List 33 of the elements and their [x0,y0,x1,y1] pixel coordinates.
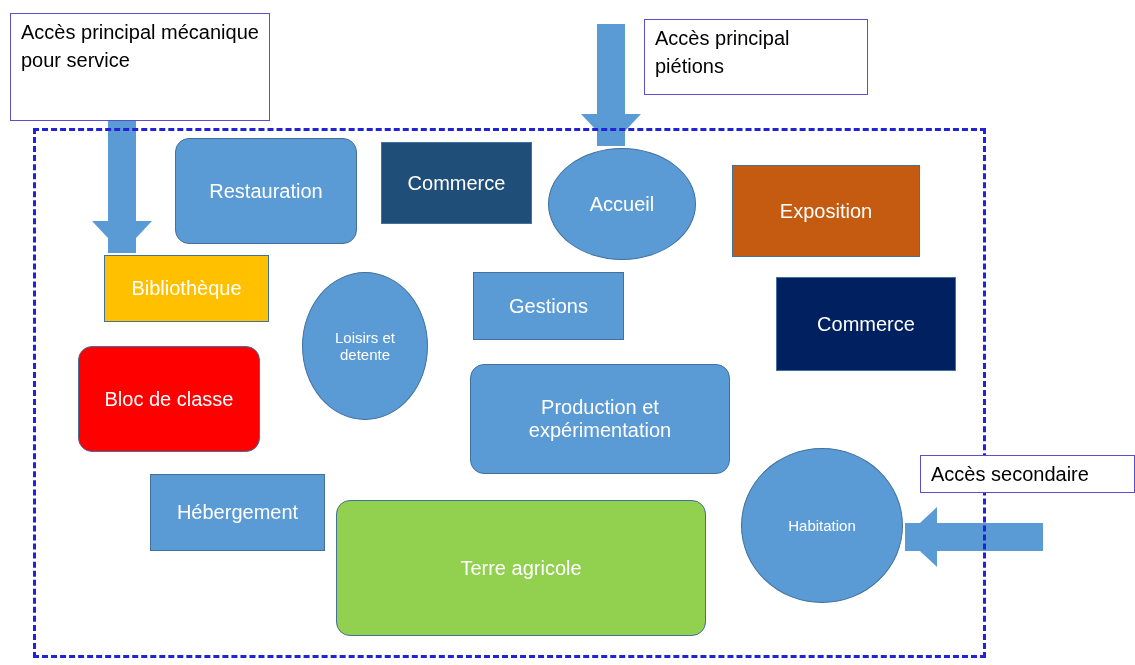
access-note [920,455,1135,493]
zone-label: Exposition [779,199,873,223]
site-boundary [33,128,986,658]
access-note [644,19,868,95]
zone-box [175,138,357,244]
zone-box [336,500,706,636]
block-arrow [905,507,1043,567]
zone-label: Bibliothèque [131,277,242,300]
zone-label: Loisirs et detente [334,329,396,363]
zone-label: Gestions [509,294,588,318]
zone-label: Hébergement [176,501,299,524]
zone-box [78,346,260,452]
zone-label: Commerce [407,171,506,195]
block-arrow [581,24,641,146]
zone-box [381,142,532,224]
note-text: Accès principal piétions [655,26,791,79]
note-text: Accès principal mécanique pour service [21,20,259,73]
block-arrow [92,121,152,253]
zone-label: Terre agricole [460,556,582,580]
zone-label: Restauration [209,179,323,203]
note-text: Accès secondaire [931,462,1089,487]
zone-label: Commerce [817,312,915,336]
zone-box [776,277,956,371]
zone-box [150,474,325,551]
zone-box [732,165,920,257]
zone-box [104,255,269,322]
zone-box [473,272,624,340]
access-note [10,13,270,121]
zone-label: Bloc de classe [104,387,234,411]
zone-label: Habitation [788,517,856,534]
zone-label: Production et expérimentation [527,396,673,442]
zone-label: Accueil [589,192,655,216]
zone-box [470,364,730,474]
